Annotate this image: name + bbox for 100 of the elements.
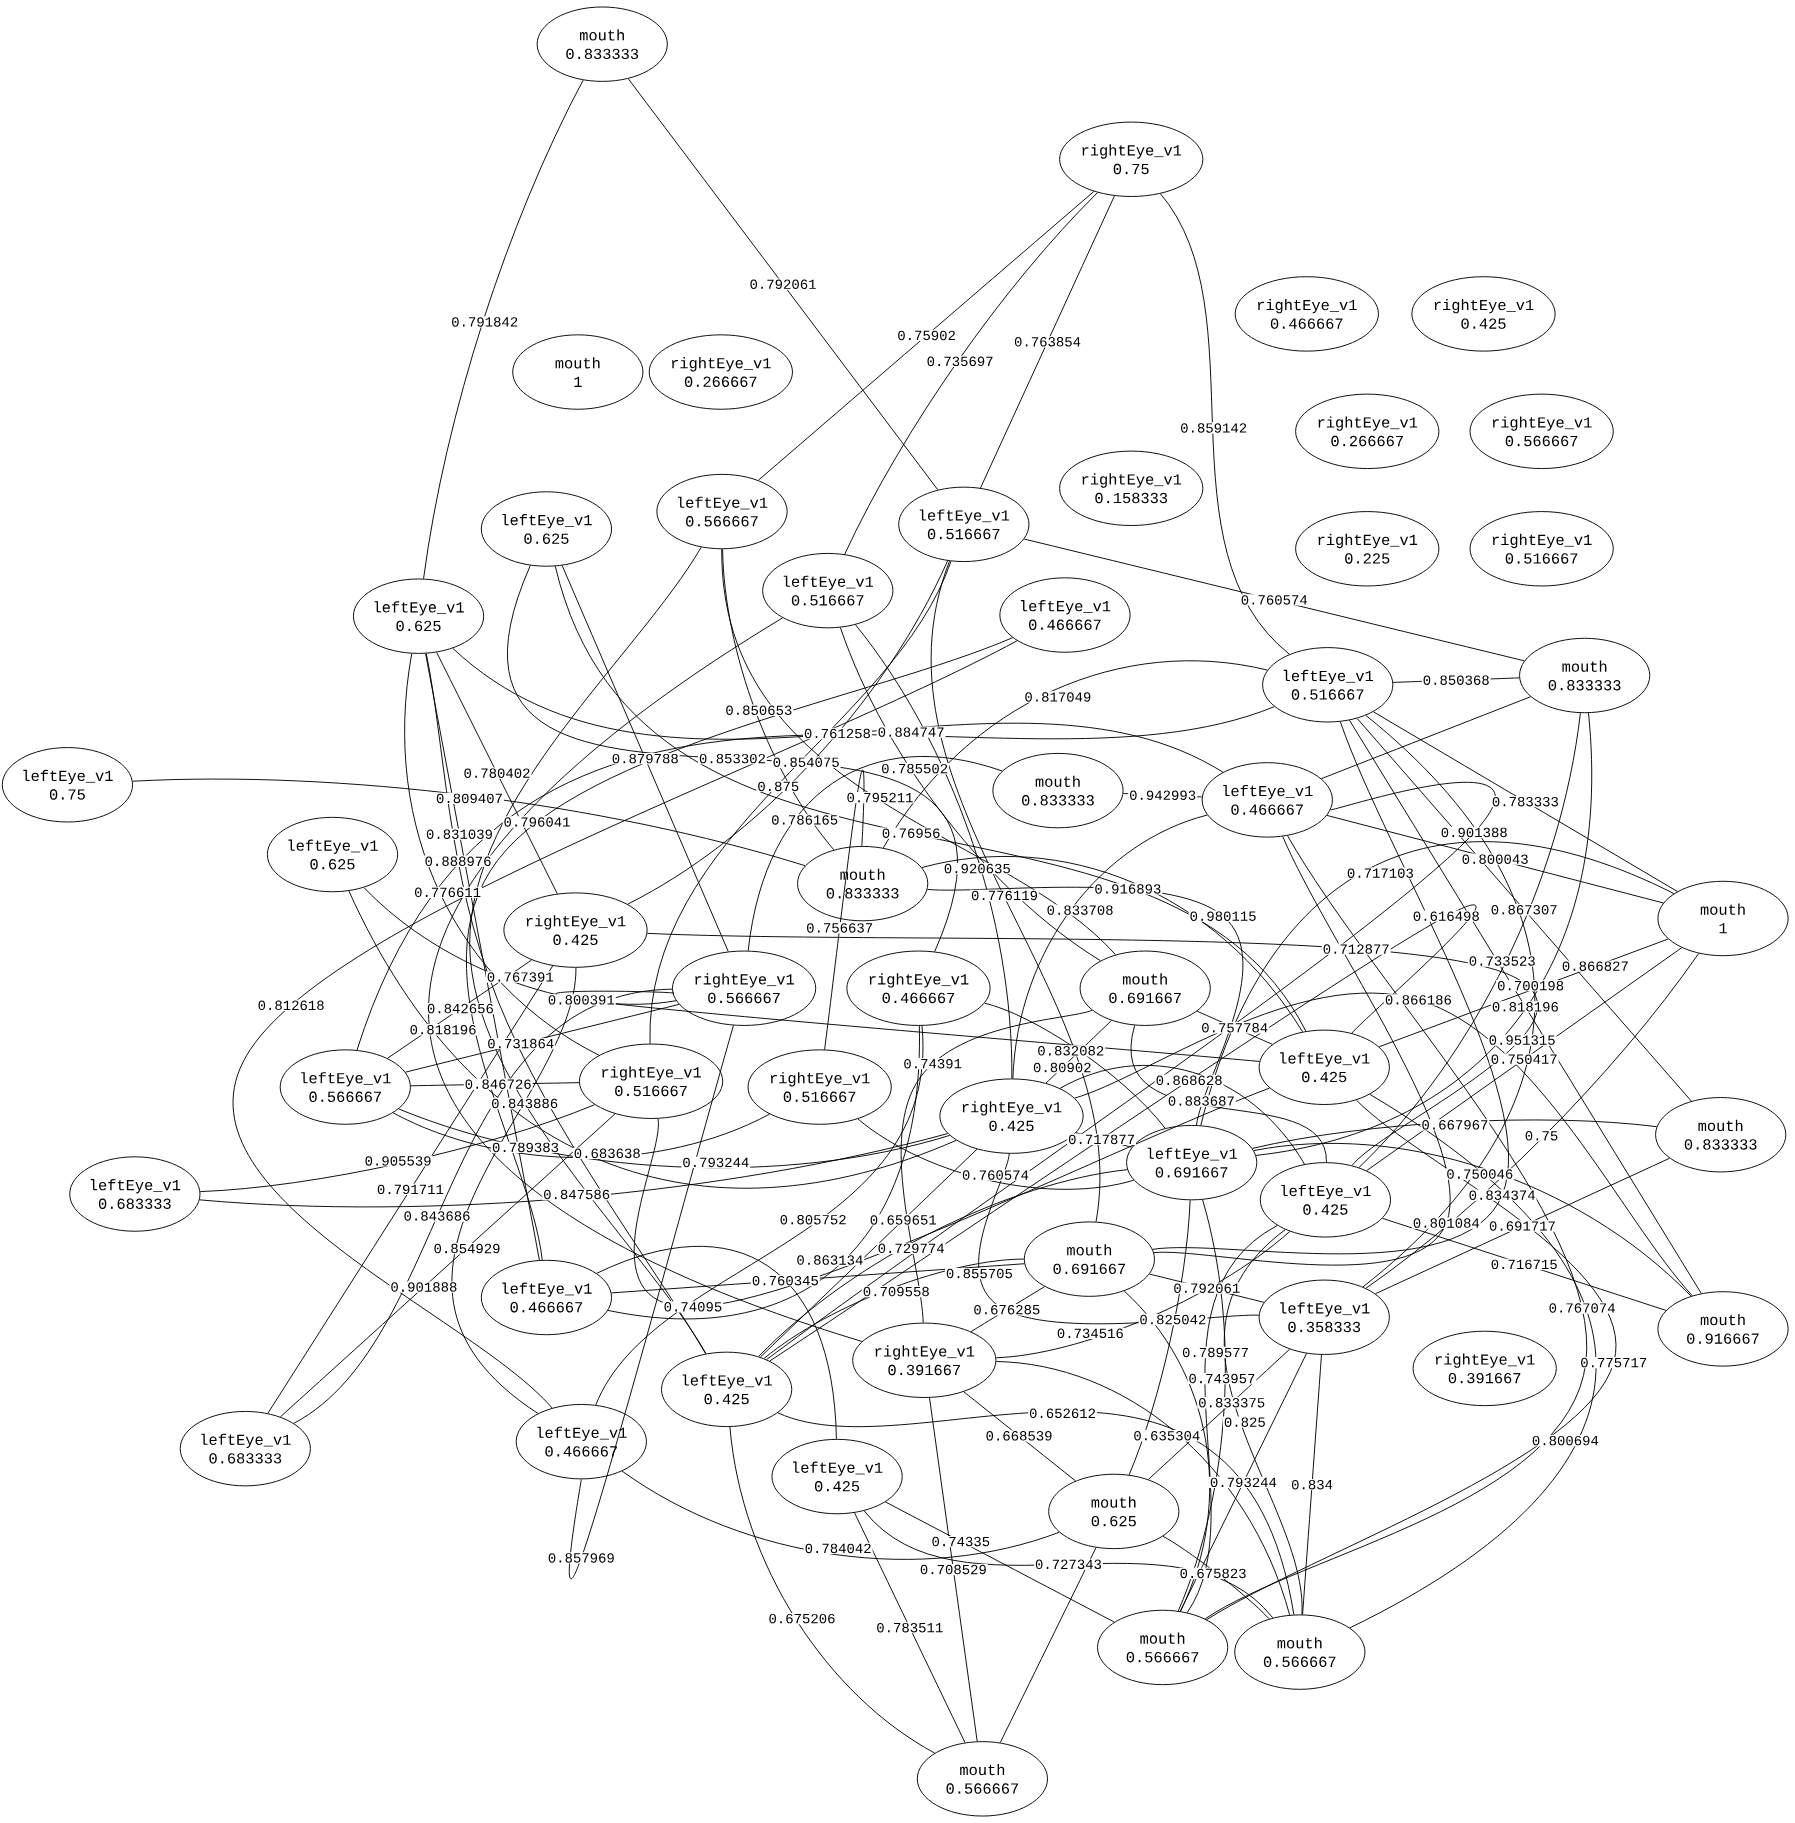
edge-label: 0.805752 <box>778 1214 848 1226</box>
connector-line <box>984 1002 1166 1129</box>
edge-label: 0.901888 <box>389 1281 459 1293</box>
edge-label: 0.834 <box>1290 1479 1334 1491</box>
connector-line <box>1074 992 1693 1297</box>
connector-line <box>824 769 865 1050</box>
connector-line <box>1365 953 1700 1289</box>
edge-label: 0.789383 <box>491 1141 560 1154</box>
edge-label: 0.859142 <box>1179 422 1249 434</box>
edge-label: 0.783333 <box>1490 796 1560 808</box>
connector-line <box>759 1148 978 1358</box>
edge-label: 0.652612 <box>1028 1407 1097 1419</box>
connector-line <box>854 1512 966 1743</box>
ellipse-node: rightEye_v1 0.158333 <box>1059 450 1204 526</box>
ellipse-node: mouth 0.566667 <box>916 1741 1048 1817</box>
connector-line <box>980 195 1115 489</box>
connector-line <box>758 1169 1128 1357</box>
connector-line <box>1059 1064 1305 1165</box>
connector-line <box>844 192 1098 555</box>
edge-label: 0.727343 <box>1034 1558 1103 1570</box>
edge-label: 0.734516 <box>1055 1327 1125 1339</box>
connector-line <box>722 548 835 851</box>
connector-line <box>627 560 949 905</box>
edge-label: 0.712877 <box>1321 943 1391 955</box>
edge-label: 0.780402 <box>462 767 532 779</box>
connector-line <box>561 565 729 952</box>
connector-line <box>1356 718 1692 1102</box>
ellipse-node: rightEye_v1 0.425 <box>1411 276 1556 352</box>
edge-label: 0.700198 <box>1496 980 1565 992</box>
connector-line <box>855 624 1013 1079</box>
connector-line <box>1179 1353 1307 1612</box>
edge-label: 0.800043 <box>1460 853 1530 865</box>
ellipse-node: rightEye_v1 0.516667 <box>1469 511 1614 587</box>
edge-label: 0.843886 <box>490 1097 560 1110</box>
connector-line <box>555 990 1260 1062</box>
edge-label: 0.750417 <box>1489 1053 1559 1065</box>
connector-line <box>1159 193 1290 655</box>
edge-label: 0.74095 <box>662 1301 724 1313</box>
edge-label: 0.709558 <box>861 1285 931 1298</box>
edge-label: 0.868628 <box>1154 1074 1224 1086</box>
connector-line <box>199 1133 949 1208</box>
edge-label: 0.760345 <box>750 1275 820 1287</box>
edge-label: 0.801084 <box>1411 1217 1481 1229</box>
edge-label: 0.832082 <box>1036 1045 1106 1057</box>
edge-label: 0.842656 <box>425 1002 495 1015</box>
connector-line <box>1152 721 1509 1255</box>
ellipse-node: leftEye_v1 0.516667 <box>762 552 894 629</box>
edge-label: 0.750046 <box>1445 1168 1515 1180</box>
edge-label: 0.760574 <box>961 1169 1030 1181</box>
edge-label: 0.846726 <box>463 1078 533 1090</box>
connector-line <box>596 1245 837 1440</box>
ellipse-node: mouth 0.833333 <box>1519 637 1651 714</box>
edge-label: 0.74391 <box>902 1058 963 1070</box>
edge-label: 0.675206 <box>767 1612 837 1625</box>
connector-line <box>404 653 600 1056</box>
edge-label: 0.75 <box>1523 1130 1560 1142</box>
edge-label: 0.667967 <box>1420 1119 1490 1131</box>
ellipse-node: leftEye_v1 0.625 <box>480 491 612 567</box>
ellipse-node: leftEye_v1 0.425 <box>661 1351 793 1428</box>
edge-label: 0.733523 <box>1467 955 1537 967</box>
connector-line <box>1255 712 1593 1156</box>
connector-line <box>279 1113 616 1418</box>
ellipse-node: leftEye_v1 0.466667 <box>480 1259 612 1336</box>
edge-label: 0.831039 <box>425 828 494 840</box>
edge-label: 0.905539 <box>363 1155 433 1167</box>
connector-line <box>1358 712 1581 1168</box>
edge-label: 0.785502 <box>880 762 949 775</box>
edge-label: 0.854075 <box>771 756 841 768</box>
connector-line <box>839 627 1101 962</box>
edge-label: 0.717877 <box>1067 1133 1136 1146</box>
edge-label: 0.792061 <box>1172 1282 1242 1294</box>
edge-label: 0.833708 <box>1045 904 1115 916</box>
ellipse-node: rightEye_v1 0.391667 <box>1412 1330 1557 1407</box>
connector-line <box>1177 1199 1226 1612</box>
ellipse-node: mouth 0.916667 <box>1657 1291 1789 1367</box>
ellipse-node: rightEye_v1 0.566667 <box>671 950 817 1026</box>
edge-label: 0.789577 <box>1181 1346 1250 1359</box>
ellipse-node: leftEye_v1 0.625 <box>266 816 399 893</box>
ellipse-node: mouth 0.833333 <box>536 6 668 82</box>
edge-label: 0.853302 <box>698 752 767 765</box>
edge-label: 0.857969 <box>546 1552 616 1564</box>
connector-line <box>348 890 957 1188</box>
edge-label: 0.791842 <box>450 316 520 328</box>
edge-label: 0.825 <box>1222 1416 1267 1428</box>
connector-line <box>649 560 952 1045</box>
edge-label: 0.867307 <box>1489 904 1559 916</box>
edge-label: 0.776611 <box>413 886 482 898</box>
connector-line <box>1206 1099 1616 1621</box>
edge-label: 0.683638 <box>572 1147 642 1159</box>
edge-label: 0.817049 <box>1023 691 1093 703</box>
connector-line <box>1012 814 1208 1079</box>
edge-label: 0.888976 <box>423 855 493 867</box>
edge-label: 0.784042 <box>803 1542 873 1555</box>
edge-label: 0.866186 <box>1383 994 1453 1006</box>
connector-line <box>1162 1535 1270 1620</box>
edge-label: 0.616498 <box>1411 910 1481 922</box>
connector-line <box>469 546 707 1355</box>
connector-line <box>429 617 863 1342</box>
edge-label: 0.80902 <box>1032 1061 1093 1074</box>
ellipse-node: leftEye_v1 0.425 <box>771 1438 903 1515</box>
